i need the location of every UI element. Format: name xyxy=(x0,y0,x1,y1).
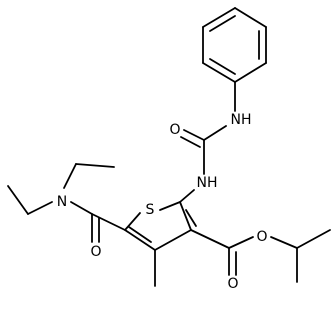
atom-labels: NH O NH S N O O O xyxy=(57,112,268,292)
bond-thio-c4-c5-double xyxy=(128,226,152,243)
diethylamide-group xyxy=(7,163,126,243)
bond-n-ethyl-left xyxy=(27,201,53,215)
bond-o-isopropyl xyxy=(270,236,298,249)
label-o-amide: O xyxy=(90,244,101,260)
label-s-ring: S xyxy=(146,202,155,218)
bond-ethyl-left-ch3 xyxy=(7,185,29,215)
bond-nh2-thiophene xyxy=(179,189,195,203)
bond-phenyl-4 xyxy=(234,62,267,83)
bond-thio-c5-s xyxy=(124,212,141,231)
bond-ethyl-up-ch3 xyxy=(75,163,115,168)
bond-thio-c2-c3 xyxy=(179,201,192,231)
bond-urea-co-double xyxy=(180,136,201,148)
bond-phenyl-inner-1 xyxy=(209,15,236,32)
label-o-urea: O xyxy=(169,122,180,138)
phenyl-ring xyxy=(202,7,267,83)
thiophene-ring xyxy=(124,201,197,251)
bond-phenyl-1 xyxy=(202,7,236,28)
bond-phenyl-5 xyxy=(202,62,236,83)
bond-thio-c4-c5 xyxy=(124,229,156,251)
label-nh-top: NH xyxy=(231,112,252,128)
urea-linkage xyxy=(179,81,236,203)
label-o-ester-alkoxy: O xyxy=(256,229,267,245)
bond-isopropyl-me1 xyxy=(296,229,331,249)
label-nh-mid: NH xyxy=(197,175,218,191)
bond-ester-c-o xyxy=(228,236,254,249)
bond-phenyl-inner-3 xyxy=(209,58,236,75)
label-o-ester-carbonyl: O xyxy=(227,276,238,292)
bond-amide-cn xyxy=(70,201,93,215)
label-n-amide: N xyxy=(57,194,67,210)
bond-nh-carbonyl xyxy=(203,125,227,141)
bond-n-ethyl-up xyxy=(63,163,77,189)
bond-thio-s-c2 xyxy=(159,201,181,211)
bond-thio-c3-c4 xyxy=(154,229,192,251)
bond-thio-c2-c3-double xyxy=(185,209,197,227)
bond-urea-co xyxy=(183,129,205,141)
bond-c3-ester-c xyxy=(190,229,230,249)
isopropyl-ester-group xyxy=(190,229,331,283)
bond-c5-amide-c xyxy=(91,213,126,231)
bond-phenyl-2 xyxy=(234,7,267,28)
